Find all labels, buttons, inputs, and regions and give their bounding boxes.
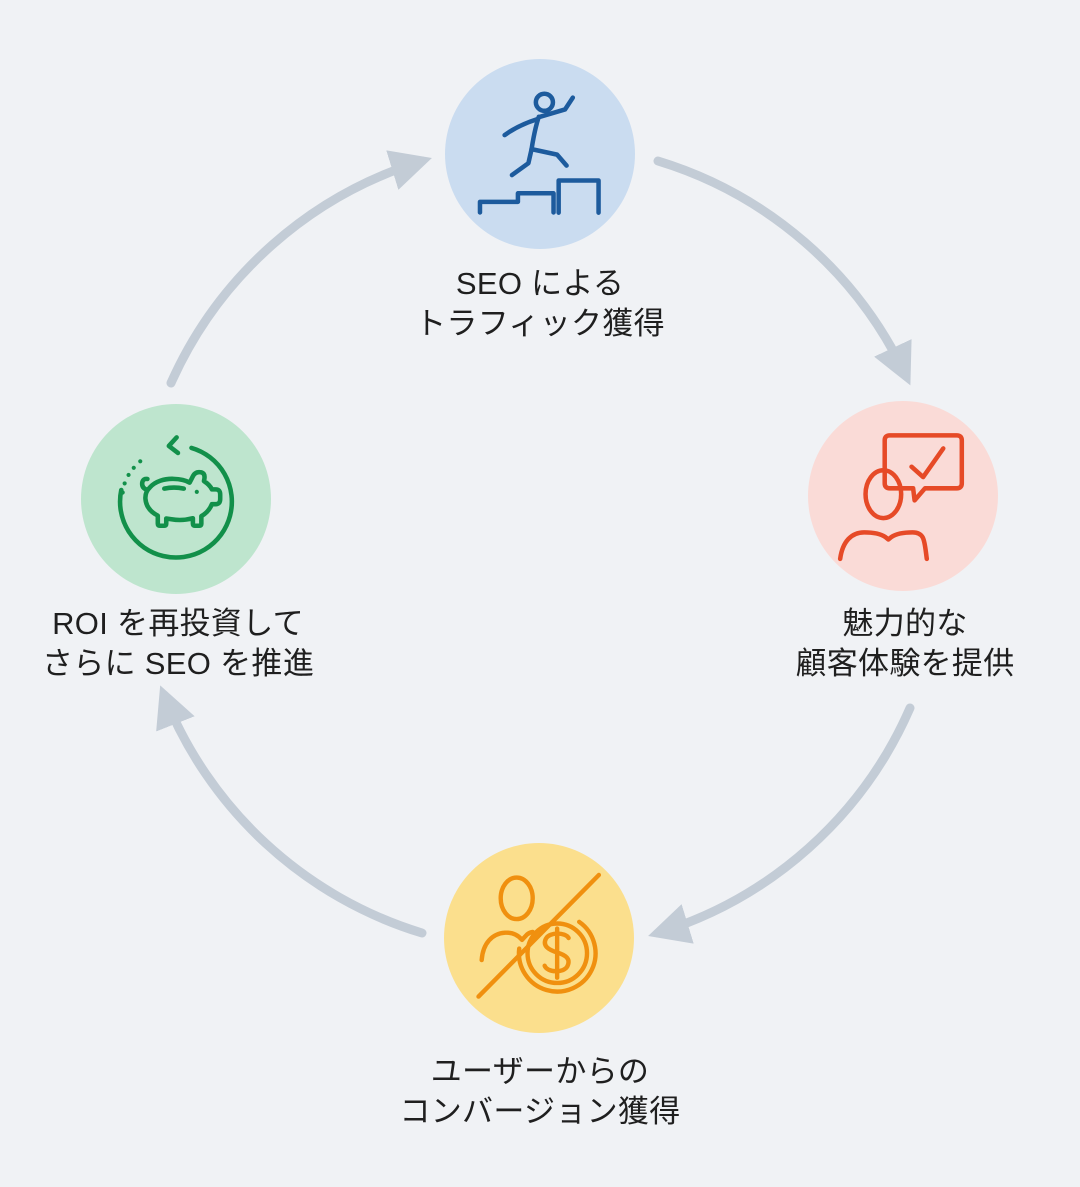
node-label-roi-reinvest: ROI を再投資して さらに SEO を推進 <box>0 604 356 684</box>
label-line: ROI を再投資して <box>52 606 304 641</box>
customer-feedback-icon <box>837 433 965 562</box>
node-label-seo-traffic: SEO による トラフィック獲得 <box>340 264 740 344</box>
label-line: SEO による <box>455 266 625 301</box>
label-line: ユーザーからの <box>430 1054 650 1089</box>
piggy-bank-reinvest-icon <box>117 435 235 560</box>
label-line: コンバージョン獲得 <box>399 1094 681 1129</box>
label-line: トラフィック獲得 <box>415 306 665 341</box>
arrow-right-to-bottom <box>648 703 915 944</box>
label-line: さらに SEO を推進 <box>42 646 314 681</box>
label-line: 顧客体験を提供 <box>795 646 1015 681</box>
node-label-conversion: ユーザーからの コンバージョン獲得 <box>320 1052 760 1132</box>
arrow-top-to-right <box>653 156 912 386</box>
label-line: 魅力的な <box>842 606 968 641</box>
node-circle-customer-experience <box>808 401 998 591</box>
node-circle-seo-traffic <box>445 59 635 249</box>
node-circle-roi-reinvest <box>81 404 271 594</box>
runner-up-stairs-icon <box>477 91 601 215</box>
node-label-customer-experience: 魅力的な 顧客体験を提供 <box>725 604 1080 684</box>
node-circle-conversion <box>444 843 634 1033</box>
arrow-left-to-top <box>166 150 432 388</box>
user-conversion-dollar-icon <box>476 872 602 999</box>
arrow-bottom-to-left <box>156 685 427 938</box>
